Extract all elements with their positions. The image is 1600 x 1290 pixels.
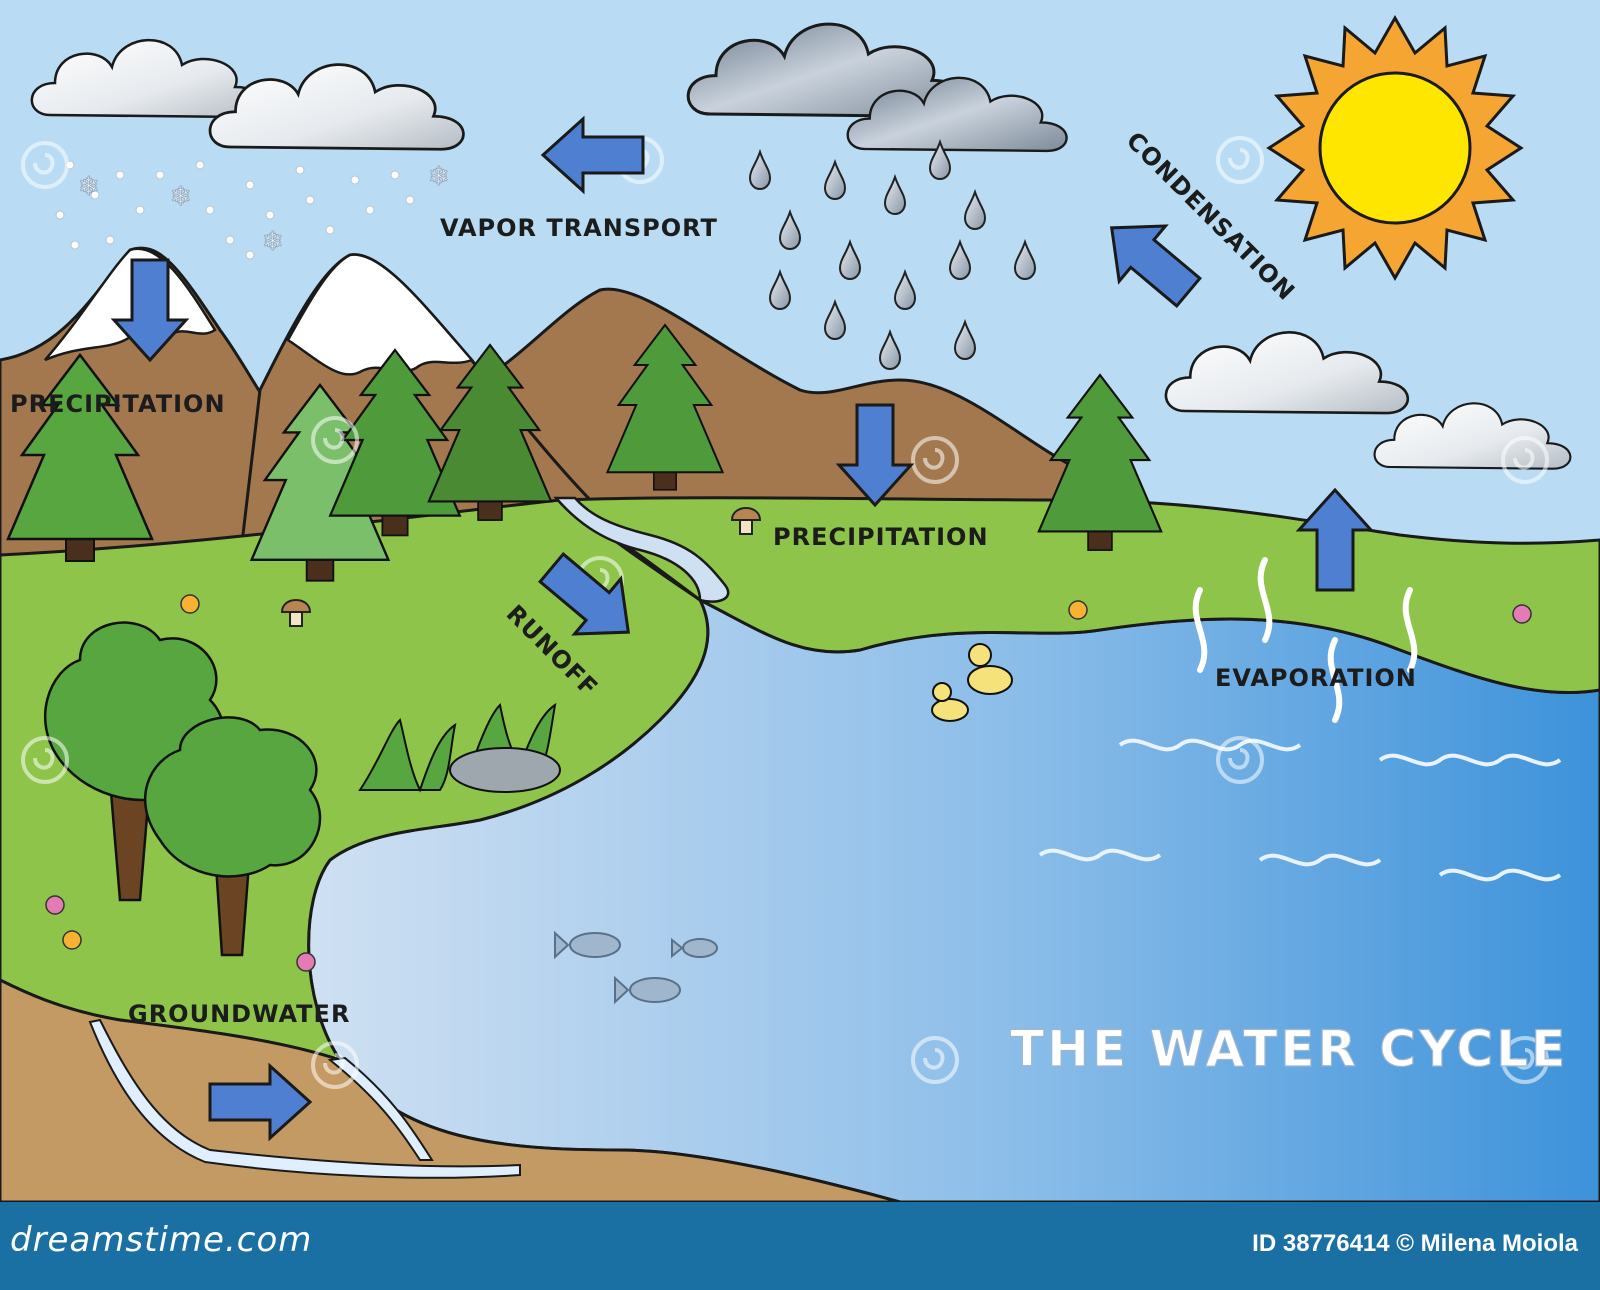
fish <box>554 930 718 1005</box>
waves <box>1038 738 1562 882</box>
groundwater-stream-2 <box>327 1056 434 1161</box>
label-evaporation: EVAPORATION <box>1215 664 1417 692</box>
label-groundwater: GROUNDWATER <box>128 1000 350 1028</box>
river <box>553 496 730 603</box>
brand-logo-text: dreamstime.com <box>10 1220 313 1260</box>
svg-text:❄: ❄ <box>428 162 450 192</box>
water-cycle-scene: ❄ ❄ ❄ ❄ <box>0 0 1600 1202</box>
mushrooms <box>280 507 762 627</box>
mountain-snow-cap-middle <box>286 253 475 376</box>
svg-text:❄: ❄ <box>170 182 192 212</box>
label-vapor-transport: VAPOR TRANSPORT <box>440 214 718 242</box>
ducks <box>931 643 1013 722</box>
diagram-title: THE WATER CYCLE <box>1010 1020 1568 1078</box>
image-credit: ID 38776414 © Milena Moiola <box>1252 1230 1578 1257</box>
steam <box>1192 557 1418 723</box>
reeds <box>358 702 561 793</box>
groundwater-stream <box>88 1018 521 1179</box>
flowers <box>45 594 1532 972</box>
sun-icon <box>1266 14 1524 282</box>
label-precipitation-mountain: PRECIPITATION <box>10 390 226 418</box>
footer-bar: dreamstime.com ID 38776414 © Milena Moio… <box>0 1202 1600 1290</box>
deciduous-trees <box>43 621 322 957</box>
svg-text:❄: ❄ <box>262 227 284 257</box>
label-precipitation-valley: PRECIPITATION <box>773 523 989 551</box>
svg-text:❄: ❄ <box>78 172 100 202</box>
snowfall: ❄ ❄ ❄ ❄ <box>55 160 450 260</box>
